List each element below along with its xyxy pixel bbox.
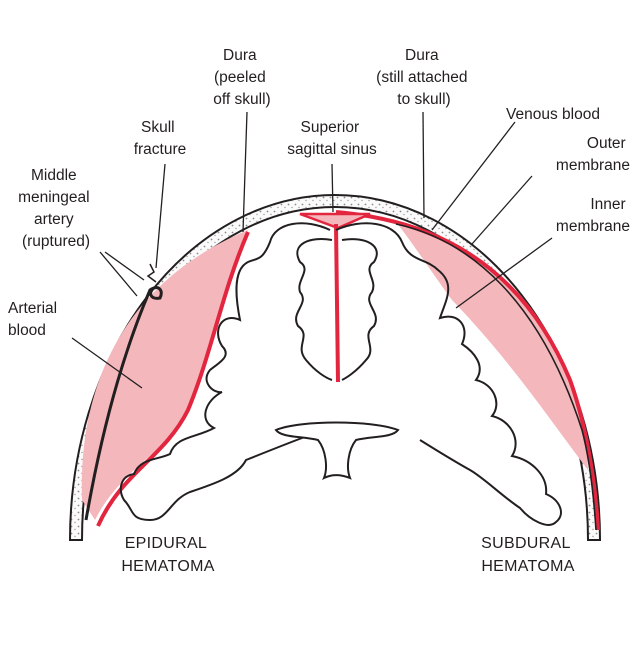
dura-peeled-label: Dura (peeled off skull)	[213, 47, 270, 108]
subdural-blood	[396, 222, 588, 470]
epidural-blood	[81, 230, 248, 520]
gyri-left	[295, 238, 333, 381]
middle-meningeal-artery-label: Middle meningeal artery (ruptured)	[18, 167, 94, 250]
sagittal-sinus	[299, 212, 371, 230]
middle-meningeal-artery	[84, 286, 163, 521]
dura-peeled	[96, 231, 250, 527]
gyri-right	[341, 238, 378, 381]
subdural-hematoma-label: SUBDURAL HEMATOMA	[481, 535, 575, 575]
arterial-blood-label: Arterial blood	[8, 300, 61, 339]
brain-outline	[119, 222, 562, 526]
skull-fracture-label: Skull fracture	[134, 119, 187, 158]
inner-membrane-label: Inner membrane	[556, 196, 630, 235]
outer-membrane-label: Outer membrane	[556, 135, 630, 174]
falx	[334, 223, 340, 383]
dura-attached	[335, 210, 600, 531]
inner-membrane	[395, 223, 597, 531]
superior-sagittal-sinus-label: Superior sagittal sinus	[287, 119, 377, 158]
dura-attached-label: Dura (still attached to skull)	[376, 47, 472, 108]
ventricle	[274, 421, 400, 481]
venous-blood-label: Venous blood	[506, 106, 600, 123]
leader-lines	[71, 111, 553, 389]
epidural-hematoma-label: EPIDURAL HEMATOMA	[121, 535, 214, 575]
skull-fracture-mark	[146, 263, 157, 283]
